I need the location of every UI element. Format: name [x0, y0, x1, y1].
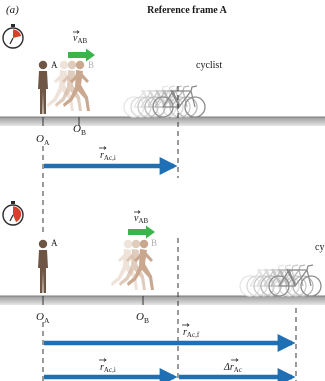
velocity-arrow-lower: [128, 225, 155, 239]
figure-title: Reference frame A: [147, 5, 228, 16]
initial-vector-overbar: [99, 358, 107, 362]
origin-b-label-lower: OB: [136, 311, 149, 325]
velocity-arrow: [68, 48, 95, 62]
initial-vector-label: rAc,i: [100, 362, 116, 374]
origin-a-label: OA: [36, 133, 50, 147]
final-vector-overbar: [182, 323, 190, 327]
observer-b-label-lower: B: [151, 238, 157, 248]
ground-strip-lower: [0, 296, 325, 305]
bottom-panel: A B vAB cy OA OB rAc,f: [0, 200, 325, 381]
observer-a-lower: [38, 239, 48, 293]
observer-a: [38, 60, 48, 114]
observer-a-label-lower: A: [51, 238, 58, 248]
velocity-overbar-lower: [134, 210, 141, 214]
cyclist-label-lower: cy: [315, 242, 324, 253]
velocity-vector-overbar: [73, 30, 80, 34]
cyclist-lower: [238, 244, 323, 298]
observer-b-label: B: [88, 60, 94, 70]
position-vector-overbar: [99, 146, 107, 150]
part-label: (a): [6, 4, 19, 16]
velocity-label-lower: vAB: [134, 213, 149, 225]
ground-strip: [0, 117, 325, 126]
delta-vector-overbar: [231, 358, 239, 362]
position-vector-label: rAc,i: [100, 150, 116, 162]
observer-b-lower: [111, 239, 154, 290]
observer-a-label: A: [51, 60, 58, 70]
cyclist: [122, 65, 207, 119]
velocity-label: vAB: [73, 33, 88, 45]
delta-vector-label: ΔrAc: [223, 362, 242, 374]
stopwatch-icon: [2, 23, 24, 49]
origin-b-label: OB: [73, 123, 86, 137]
origin-a-label-lower: OA: [36, 311, 50, 325]
cyclist-label: cyclist: [196, 60, 222, 71]
final-vector-label: rAc,f: [183, 327, 200, 339]
top-panel: A B vAB cyclist OA OB rAc,i: [0, 23, 325, 234]
